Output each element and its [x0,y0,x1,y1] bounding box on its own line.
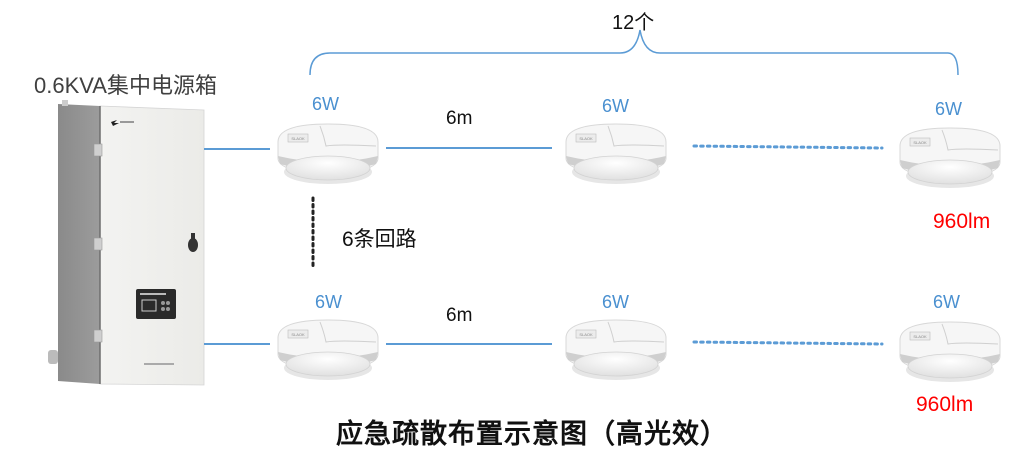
spacing-label: 6m [446,108,473,129]
lamp-power-label: 6W [602,96,629,116]
dotted-continuation [692,340,884,346]
emergency-lamp-icon [565,319,667,381]
lamp-power-label: 6W [935,99,962,119]
diagram-title: 应急疏散布置示意图（高光效） [336,419,728,449]
spacing-label: 6m [446,305,473,326]
dotted-continuation [692,144,884,150]
lamp-power-label: 6W [315,292,342,312]
lumen-label: 960lm [933,210,991,233]
emergency-lamp-icon [277,123,379,185]
lamp-power-label: 6W [602,292,629,312]
emergency-lamp-icon [565,123,667,185]
luminaire-count-label: 12个 [612,12,655,34]
emergency-lamp-icon [899,127,1001,189]
emergency-lamp-icon [277,319,379,381]
emergency-lamp-icon [899,321,1001,383]
lumen-label: 960lm [916,393,974,416]
cabinet-label: 0.6KVA集中电源箱 [34,73,217,98]
lamp-power-label: 6W [312,94,339,114]
count-brace [309,29,959,76]
lamp-power-label: 6W [933,292,960,312]
power-cabinet-icon [48,100,205,386]
circuits-label: 6条回路 [342,228,417,251]
